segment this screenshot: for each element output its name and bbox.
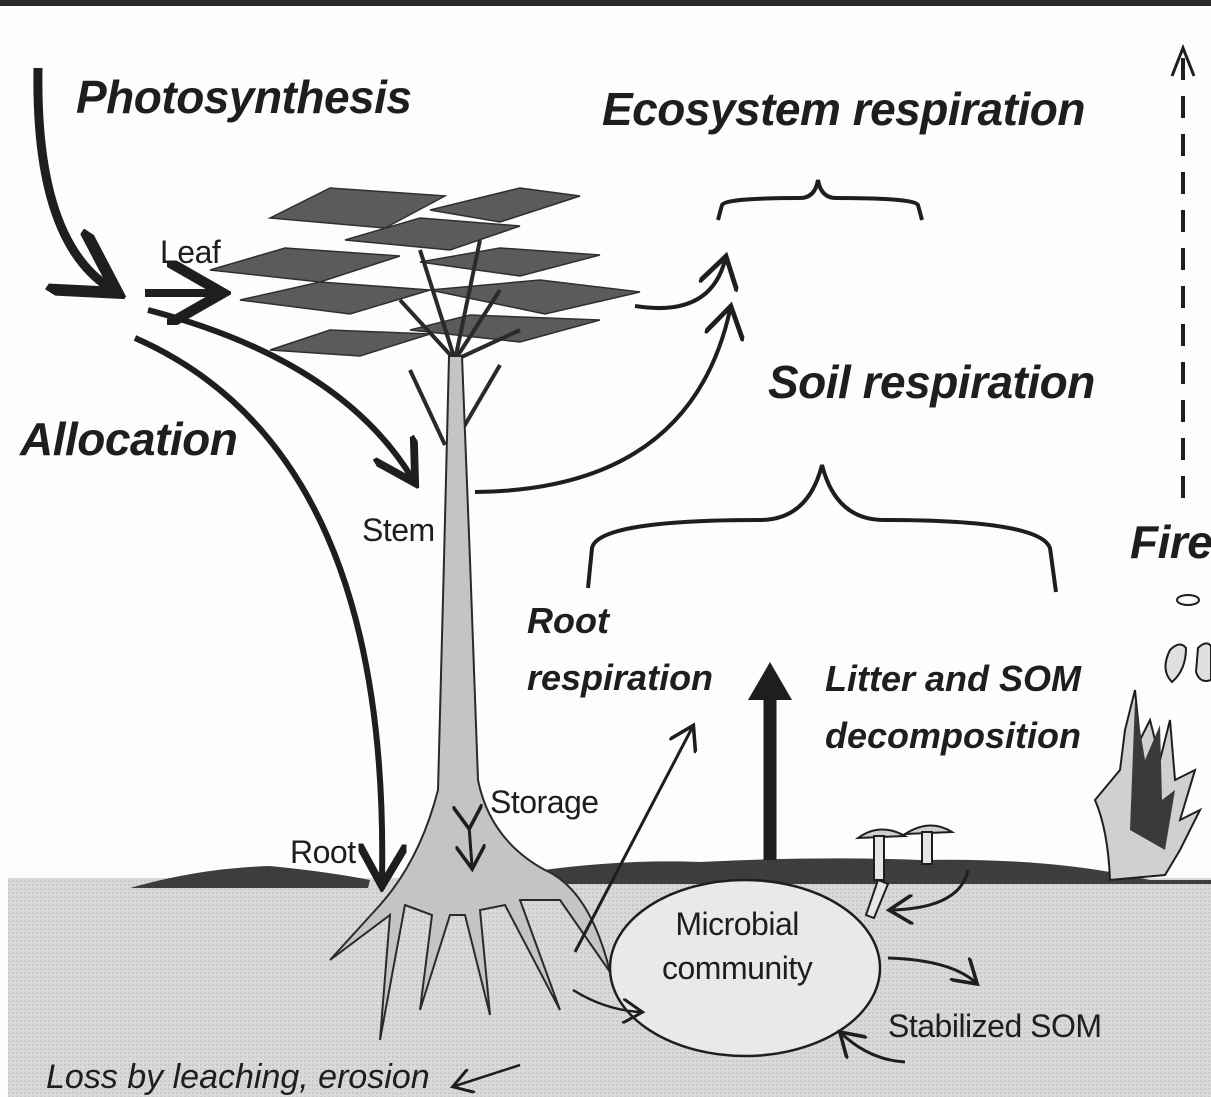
canopy-respiration-arrow [635, 260, 725, 308]
allocation-label: Allocation [20, 412, 237, 466]
soil-respiration-label: Soil respiration [768, 355, 1095, 409]
root-respiration-label: Root respiration [527, 592, 713, 706]
ecosystem-respiration-label: Ecosystem respiration [602, 82, 1085, 136]
fire-label: Fire [1130, 515, 1211, 569]
smoke-particle [1196, 643, 1211, 681]
soil-brace [588, 465, 1056, 592]
root-respiration-line1: Root [527, 592, 713, 649]
leaf-label: Leaf [160, 234, 220, 271]
litter-som-decomposition-label: Litter and SOM decomposition [825, 650, 1081, 764]
smoke-particle [1177, 595, 1199, 605]
stabilized-som-label: Stabilized SOM [888, 1008, 1102, 1045]
smoke-particle [1165, 644, 1186, 682]
top-border [0, 0, 1211, 6]
ecosystem-brace [718, 180, 922, 220]
microbial-community-label: Microbial community [662, 902, 812, 990]
loss-leaching-erosion-label: Loss by leaching, erosion [46, 1058, 430, 1097]
root-respiration-line2: respiration [527, 649, 713, 706]
microbial-line1: Microbial [662, 902, 812, 946]
decomposition-arrowhead [748, 662, 792, 700]
stem-label: Stem [362, 512, 435, 549]
photosynthesis-label: Photosynthesis [76, 70, 412, 124]
microbial-line2: community [662, 946, 812, 990]
litter-som-line1: Litter and SOM [825, 650, 1081, 707]
litter-right [480, 858, 1211, 884]
root-label: Root [290, 834, 356, 871]
litter-som-line2: decomposition [825, 707, 1081, 764]
storage-label: Storage [490, 784, 599, 821]
